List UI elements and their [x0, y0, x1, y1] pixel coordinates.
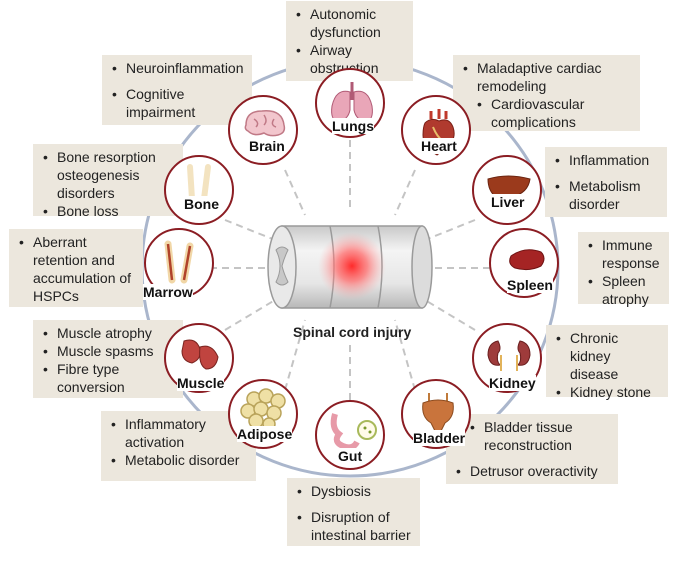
effect-item: Bone loss [41, 202, 177, 220]
effect-item: Immune response [586, 236, 663, 272]
liver-label: Liver [491, 194, 525, 210]
spleen-effects-box: Immune response Spleen atrophy [578, 232, 669, 307]
marrow-label: Marrow [143, 284, 193, 300]
muscle-icon [181, 339, 219, 370]
effect-item: Fibre type conversion [41, 360, 177, 396]
kidney-effects-box: Chronic kidney disease Kidney stone [546, 325, 668, 401]
bladder-label: Bladder [413, 430, 466, 446]
marrow-node [144, 228, 214, 298]
connector-lines [210, 140, 490, 400]
effect-item: Inflammatory activation [109, 415, 250, 451]
muscle-effects-box: Muscle atrophy Muscle spasms Fibre type … [33, 320, 183, 398]
bone-marrow-icon [164, 240, 194, 284]
bone-node [164, 155, 234, 225]
liver-node [472, 155, 542, 225]
marrow-effects-box: Aberrant retention and accumulation of H… [9, 229, 143, 307]
heart-label: Heart [421, 138, 457, 154]
effect-item: Cognitive impairment [110, 85, 246, 121]
center-label: Spinal cord injury [293, 324, 412, 340]
brain-effects-box: Neuroinflammation Cognitive impairment [102, 55, 252, 125]
brain-label: Brain [249, 138, 285, 154]
brain-node [228, 95, 298, 165]
brain-icon [244, 110, 286, 137]
kidney-label: Kidney [489, 375, 536, 391]
effect-item: Bone resorption osteogenesis disorders [41, 148, 177, 202]
spinal-cord [267, 225, 433, 309]
effect-item: Muscle spasms [41, 342, 177, 360]
muscle-label: Muscle [177, 375, 225, 391]
bone-icon [187, 164, 211, 202]
gut-effects-box: Dysbiosis Disruption of intestinal barri… [287, 478, 420, 546]
kidney-icon [487, 340, 531, 371]
liver-icon [487, 175, 531, 200]
effect-item: Chronic kidney disease [554, 329, 662, 383]
heart-node [401, 95, 471, 165]
spleen-icon [509, 249, 545, 271]
gut-icon [330, 413, 377, 451]
heart-icon [422, 109, 455, 156]
effect-item: Cardiovascular complications [461, 95, 634, 131]
effect-item: Metabolism disorder [553, 177, 661, 213]
bladder-icon [422, 393, 454, 432]
effect-item: Metabolic disorder [109, 451, 250, 469]
effect-item: Dysbiosis [295, 482, 414, 500]
liver-effects-box: Inflammation Metabolism disorder [545, 147, 667, 217]
effect-item: Spleen atrophy [586, 272, 663, 308]
effect-item: Neuroinflammation [110, 59, 246, 77]
lungs-effects-box: Autonomic dysfunction Airway obstruction [286, 1, 413, 81]
effect-item: Disruption of intestinal barrier [295, 508, 414, 544]
heart-effects-box: Maladaptive cardiac remodeling Cardiovas… [453, 55, 640, 131]
effect-item: Aberrant retention and accumulation of H… [17, 233, 137, 305]
bone-effects-box: Bone resorption osteogenesis disorders B… [33, 144, 183, 220]
effect-item: Muscle atrophy [41, 324, 177, 342]
effect-item: Bladder tissue reconstruction [454, 418, 612, 454]
effect-item: Detrusor overactivity [454, 462, 612, 480]
lungs-label: Lungs [332, 118, 374, 134]
adipose-label: Adipose [237, 426, 293, 442]
effect-item: Kidney stone [554, 383, 662, 401]
effect-item: Maladaptive cardiac remodeling [461, 59, 634, 95]
effect-item: Autonomic dysfunction [294, 5, 407, 41]
bladder-effects-box: Bladder tissue reconstruction Detrusor o… [446, 414, 618, 484]
gut-label: Gut [338, 448, 363, 464]
spleen-label: Spleen [507, 277, 553, 293]
effect-item: Inflammation [553, 151, 661, 169]
bone-label: Bone [184, 196, 219, 212]
lungs-icon [331, 82, 373, 123]
